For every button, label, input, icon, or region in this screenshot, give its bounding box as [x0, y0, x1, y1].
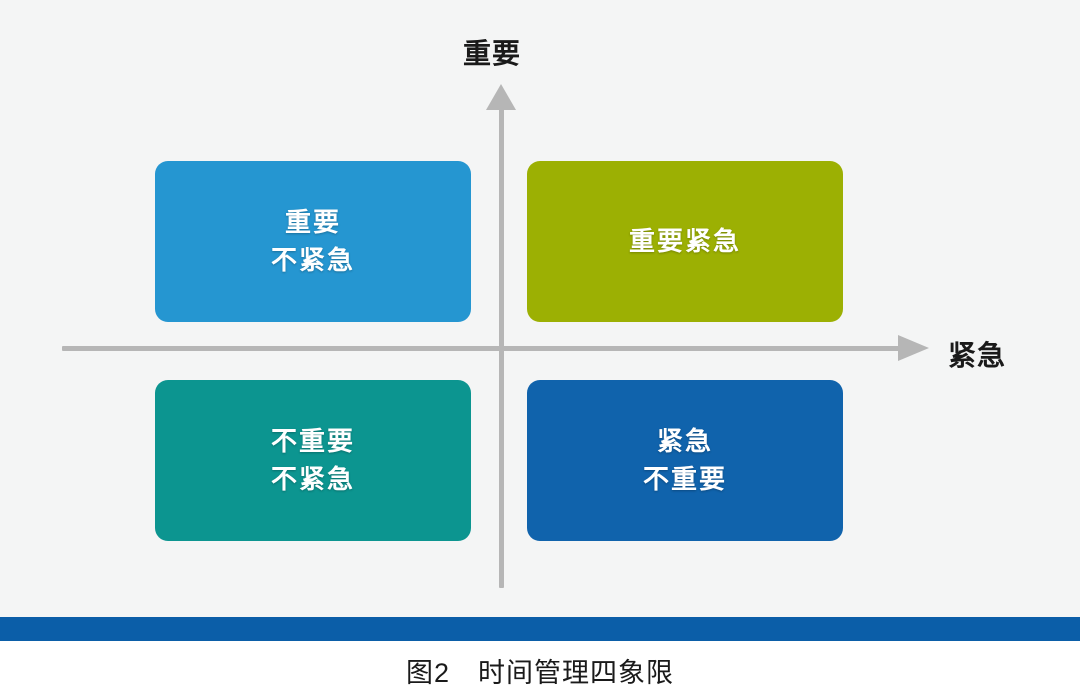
vertical-axis-label: 重要	[463, 38, 522, 69]
quadrant-important-urgent[interactable]: 重要紧急	[527, 161, 852, 322]
figure-caption: 图2 时间管理四象限	[405, 657, 675, 688]
caption-area: 图2 时间管理四象限	[0, 641, 1080, 699]
quadrant-label-line-1: 重要	[284, 206, 341, 237]
quadrant-shadow	[466, 389, 480, 541]
quadrant-shadow	[466, 170, 480, 322]
horizontal-axis-label: 紧急	[948, 340, 1007, 371]
quadrant-label-line-2: 不紧急	[270, 244, 355, 275]
quadrant-label-line-1: 不重要	[270, 425, 355, 456]
horizontal-axis-arrow-icon	[898, 335, 929, 361]
quadrant-label-line-2: 不重要	[642, 463, 727, 494]
quadrant-label-line-2: 不紧急	[270, 463, 355, 494]
quadrant-not-important-not-urgent[interactable]: 不重要 不紧急	[155, 380, 480, 541]
quadrant-urgent-not-important[interactable]: 紧急 不重要	[527, 380, 852, 541]
vertical-axis-arrow-icon	[486, 84, 516, 110]
quadrant-label-line-1: 紧急	[656, 425, 713, 456]
quadrant-shadow	[838, 170, 852, 322]
horizontal-axis-line	[62, 346, 900, 351]
quadrant-label-line-1: 重要紧急	[628, 225, 741, 256]
blue-divider-band	[0, 617, 1080, 641]
quadrant-important-not-urgent[interactable]: 重要 不紧急	[155, 161, 480, 322]
figure-panel: 重要 紧急 重要 不紧急 重要紧急 不重要 不紧急 紧急 不重要	[0, 0, 1080, 617]
quadrant-shadow	[838, 389, 852, 541]
